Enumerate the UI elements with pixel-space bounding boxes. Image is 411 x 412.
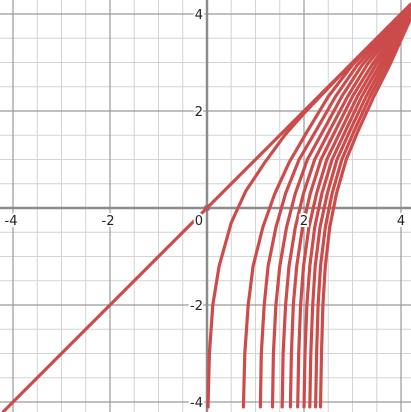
- curve-line-10: [314, 15, 411, 409]
- y-tick-label: -2: [190, 299, 203, 314]
- x-tick-label: -4: [5, 214, 18, 229]
- curve-line-9: [308, 13, 411, 409]
- curve-line-8: [302, 12, 411, 409]
- curve-line-7: [296, 10, 411, 409]
- x-tick-label: -2: [102, 214, 115, 229]
- curve-line-4: [270, 6, 411, 409]
- y-tick-label: 2: [195, 105, 203, 120]
- x-tick-label: 0: [195, 214, 203, 229]
- y-tick-label: 4: [195, 8, 203, 23]
- curve-line-6: [288, 9, 411, 409]
- curve-line-11: [318, 16, 411, 409]
- x-tick-label: 4: [397, 214, 405, 229]
- tick-labels: -4 -2 0 2 4 4 2 -2 -4: [3, 6, 408, 412]
- curve-line-5: [280, 8, 411, 409]
- x-tick-label: 2: [300, 214, 308, 229]
- curve-line-1: [206, 2, 411, 409]
- curve-line-2: [241, 3, 411, 409]
- curve-line-3: [258, 5, 411, 409]
- y-tick-label: -4: [190, 396, 203, 411]
